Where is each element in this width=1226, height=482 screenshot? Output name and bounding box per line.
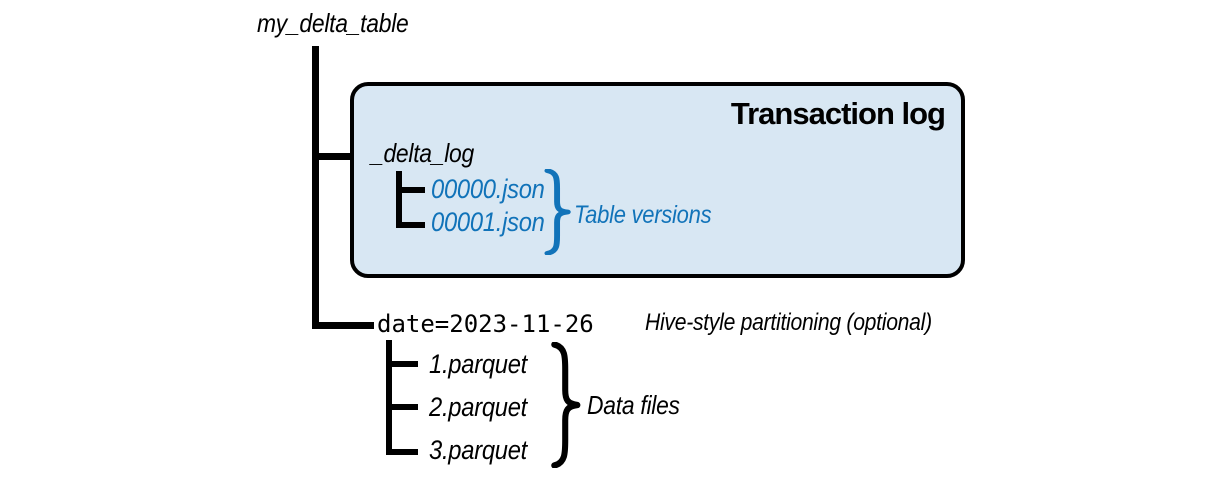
- parquet-file-label: 1.parquet: [429, 349, 528, 379]
- json-file-label: 00001.json: [431, 207, 545, 237]
- parquet-file-label: 3.parquet: [429, 435, 528, 465]
- data-files-brace-icon: [547, 342, 581, 468]
- data-files-label: Data files: [587, 390, 680, 420]
- tree-branch-partition-line: [312, 322, 374, 329]
- transaction-log-box: Transaction log: [350, 82, 965, 278]
- parquet-tree-elbow-line: [386, 449, 418, 455]
- table-versions-brace-icon: [541, 169, 571, 255]
- tree-trunk-line: [312, 46, 319, 329]
- hive-partitioning-note: Hive-style partitioning (optional): [645, 309, 932, 336]
- transaction-log-title: Transaction log: [730, 96, 946, 131]
- json-tree-tick-line: [396, 187, 425, 193]
- delta-log-folder-label: _delta_log: [371, 138, 474, 168]
- tree-branch-delta-log-line: [312, 153, 370, 160]
- json-tree-vertical-line: [396, 171, 402, 228]
- parquet-file-label: 2.parquet: [429, 392, 528, 422]
- parquet-tree-tick-line: [386, 404, 418, 410]
- partition-folder-label: date=2023-11-26: [377, 310, 594, 338]
- root-folder-label: my_delta_table: [257, 8, 409, 38]
- json-file-label: 00000.json: [431, 174, 545, 204]
- parquet-tree-vertical-line: [386, 340, 392, 455]
- parquet-tree-tick-line: [386, 361, 418, 367]
- table-versions-label: Table versions: [574, 201, 712, 229]
- json-tree-elbow-line: [396, 222, 425, 228]
